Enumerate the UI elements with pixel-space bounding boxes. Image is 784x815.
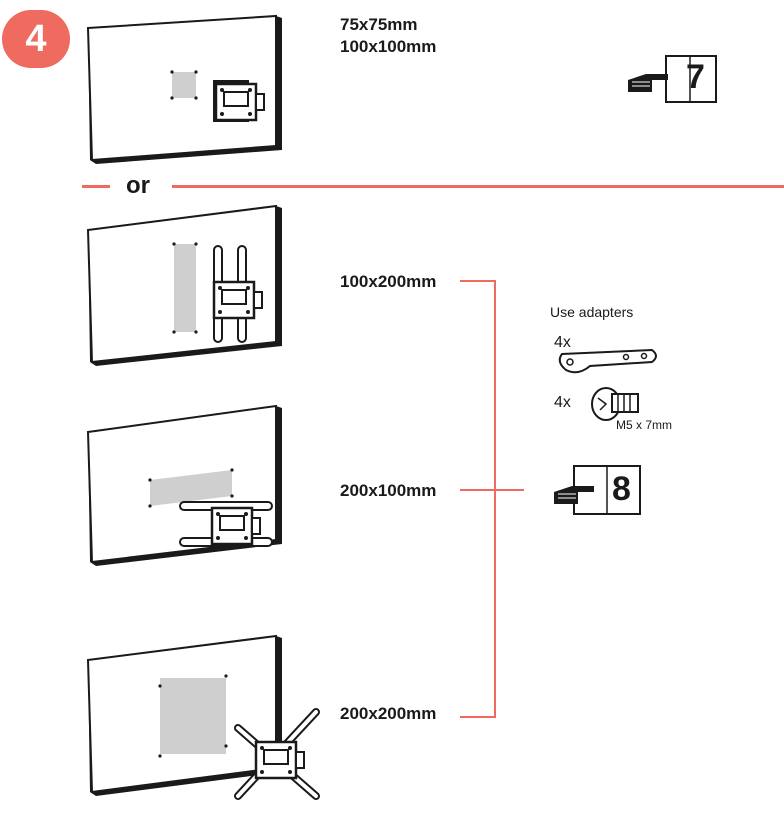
size-label-200x100: 200x100mm: [340, 481, 437, 500]
page-reference-b: 8: [612, 470, 631, 508]
tv-panel-4: [86, 634, 320, 800]
tv-panel-1: [86, 14, 282, 164]
screw-quantity: 4x: [554, 394, 571, 411]
separator-label: or: [126, 172, 150, 199]
screw-spec: M5 x 7mm: [616, 418, 673, 432]
size-label-75x75: 75x75mm: [340, 15, 418, 34]
adapter-strap-icon: [558, 348, 657, 374]
hand-pointing-icon: [553, 485, 595, 505]
strap-quantity: 4x: [554, 334, 571, 351]
page-reference-a: 7: [686, 58, 705, 96]
tv-panel-3: [86, 404, 282, 566]
separator-line-right: [172, 185, 784, 188]
bracket-pointer-line: [494, 489, 524, 491]
separator-line-left: [82, 185, 110, 188]
size-label-200x200: 200x200mm: [340, 704, 437, 723]
size-label-100x200: 100x200mm: [340, 272, 437, 291]
screw-icon: [591, 387, 639, 421]
bracket-middle-line: [460, 489, 496, 491]
size-group-bracket: [460, 280, 496, 718]
size-label-100x100: 100x100mm: [340, 37, 437, 56]
tv-panel-2: [86, 204, 282, 366]
step-number-badge: 4: [2, 10, 70, 68]
adapters-title: Use adapters: [550, 304, 634, 320]
hand-pointing-icon: [627, 73, 669, 93]
